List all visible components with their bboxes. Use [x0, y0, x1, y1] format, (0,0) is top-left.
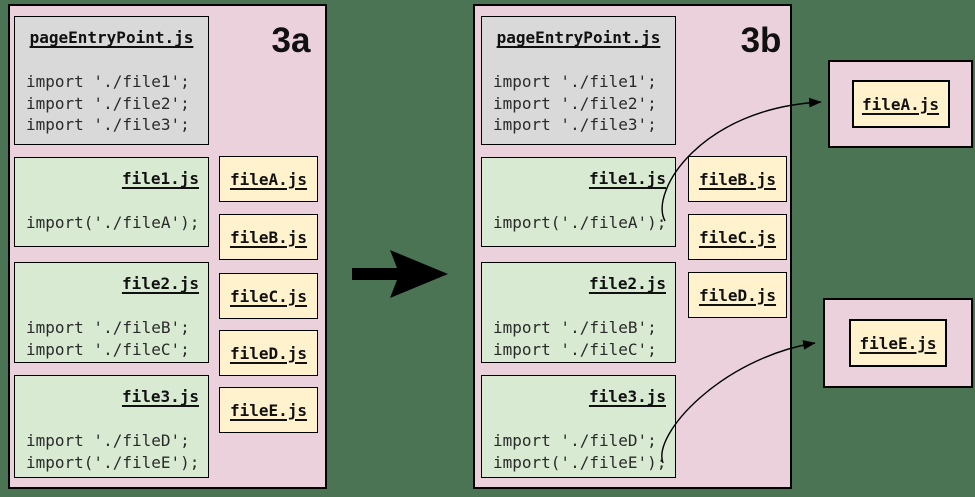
chunk-label: fileA.js: [861, 94, 940, 114]
code-line: import('./fileA');: [493, 213, 667, 232]
chunk-label: fileD.js: [698, 285, 777, 305]
code-line: import('./fileA');: [26, 213, 200, 232]
chunk-box-fileB-a: fileB.js: [219, 214, 318, 260]
code-line: import './fileC';: [26, 339, 190, 359]
code-line: import './file2';: [26, 93, 190, 113]
entry-point-code: import './file1'; import './file2'; impo…: [482, 71, 675, 136]
split-chunk-box-fileE: fileE.js: [849, 319, 947, 367]
entry-point-title: pageEntryPoint.js: [29, 28, 194, 47]
code-line: import './fileC';: [493, 339, 657, 359]
module-code: import './fileD'; import('./fileE');: [482, 430, 675, 473]
module-title: file3.js: [588, 387, 666, 406]
chunk-label: fileB.js: [229, 227, 308, 247]
chunk-label: fileA.js: [229, 169, 308, 189]
module-box-file3-a: file3.js import './fileD'; import('./fil…: [14, 375, 209, 478]
code-line: import './file3';: [493, 115, 657, 134]
chunk-box-fileC-b: fileC.js: [688, 214, 787, 260]
chunk-label: fileB.js: [698, 169, 777, 189]
panel-3a-label: 3a: [271, 21, 311, 60]
code-line: import './file2';: [493, 93, 657, 113]
code-line: import './file1';: [493, 72, 657, 91]
code-line: import './file1';: [26, 72, 190, 91]
entry-point-box-a: pageEntryPoint.js import './file1'; impo…: [14, 16, 209, 145]
module-code: import './fileD'; import('./fileE');: [15, 430, 208, 473]
split-chunk-container-fileA: fileA.js: [828, 60, 973, 148]
chunk-box-fileD-a: fileD.js: [219, 330, 318, 376]
code-line: import './fileB';: [493, 318, 657, 337]
module-box-file2-b: file2.js import './fileB'; import './fil…: [481, 262, 676, 363]
module-box-file2-a: file2.js import './fileB'; import './fil…: [14, 262, 209, 363]
module-title: file2.js: [588, 274, 666, 293]
module-title: file3.js: [121, 387, 199, 406]
split-chunk-container-fileE: fileE.js: [823, 298, 973, 388]
code-line: import('./fileE');: [26, 452, 200, 472]
module-code: import('./fileA');: [15, 212, 208, 234]
module-code: import './fileB'; import './fileC';: [482, 317, 675, 360]
code-line: import './fileD';: [493, 431, 657, 450]
transform-arrow-icon: [352, 250, 448, 298]
entry-point-box-b: pageEntryPoint.js import './file1'; impo…: [481, 16, 676, 145]
code-line: import('./fileE');: [493, 452, 667, 472]
module-box-file1-a: file1.js import('./fileA');: [14, 157, 209, 247]
chunk-box-fileE-a: fileE.js: [219, 387, 318, 433]
chunk-box-fileB-b: fileB.js: [688, 156, 787, 202]
code-line: import './fileB';: [26, 318, 190, 337]
module-title: file1.js: [121, 169, 199, 188]
module-title: file1.js: [588, 169, 666, 188]
chunk-box-fileA-a: fileA.js: [219, 156, 318, 202]
module-box-file1-b: file1.js import('./fileA');: [481, 157, 676, 247]
chunk-label: fileC.js: [698, 227, 777, 247]
chunk-label: fileE.js: [229, 400, 308, 420]
chunk-box-fileC-a: fileC.js: [219, 273, 318, 319]
chunk-label: fileC.js: [229, 286, 308, 306]
panel-3b-label: 3b: [740, 21, 782, 60]
chunk-box-fileD-b: fileD.js: [688, 272, 787, 318]
code-line: import './file3';: [26, 115, 190, 134]
module-box-file3-b: file3.js import './fileD'; import('./fil…: [481, 375, 676, 478]
entry-point-code: import './file1'; import './file2'; impo…: [15, 71, 208, 136]
code-line: import './fileD';: [26, 431, 190, 450]
module-title: file2.js: [121, 274, 199, 293]
module-code: import './fileB'; import './fileC';: [15, 317, 208, 360]
split-chunk-box-fileA: fileA.js: [851, 80, 950, 128]
module-code: import('./fileA');: [482, 212, 675, 234]
chunk-label: fileE.js: [859, 333, 937, 353]
entry-point-title: pageEntryPoint.js: [496, 28, 661, 47]
chunk-label: fileD.js: [229, 343, 308, 363]
